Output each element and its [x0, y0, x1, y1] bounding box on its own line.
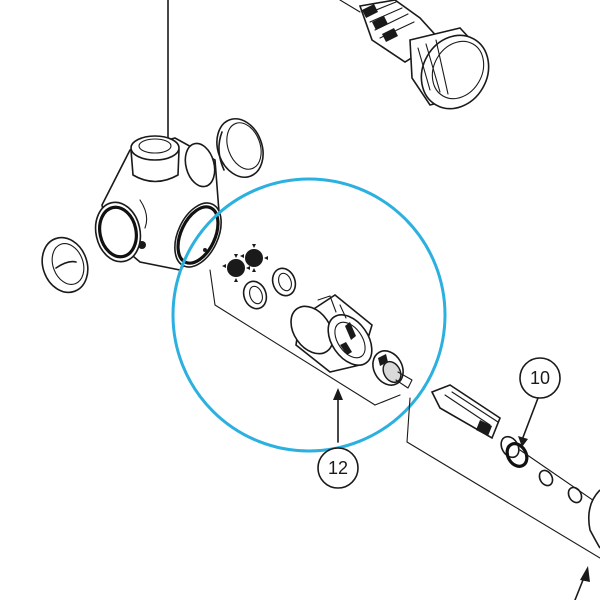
- body-cap-left: [41, 236, 89, 294]
- o-ring-pair: [242, 267, 297, 310]
- bottom-right-leader: [574, 566, 590, 600]
- stem-assembly: [430, 384, 600, 549]
- callout-10-leader: [518, 397, 539, 447]
- callout-12-label: 12: [328, 458, 348, 478]
- callout-10: 10: [519, 357, 561, 399]
- gear-washers: [222, 244, 268, 282]
- callout-12-leader: [333, 388, 343, 443]
- body-cap-right: [216, 118, 264, 178]
- callout-12: 12: [317, 447, 359, 489]
- highlight-circle: [171, 177, 447, 453]
- cartridge-assembly-top: [339, 0, 490, 110]
- callout-10-label: 10: [530, 368, 550, 388]
- drive-nut: [372, 350, 413, 389]
- cartridge-body: [290, 294, 373, 373]
- assembly-bracket-lines: [209, 269, 600, 559]
- valve-body: [94, 135, 222, 271]
